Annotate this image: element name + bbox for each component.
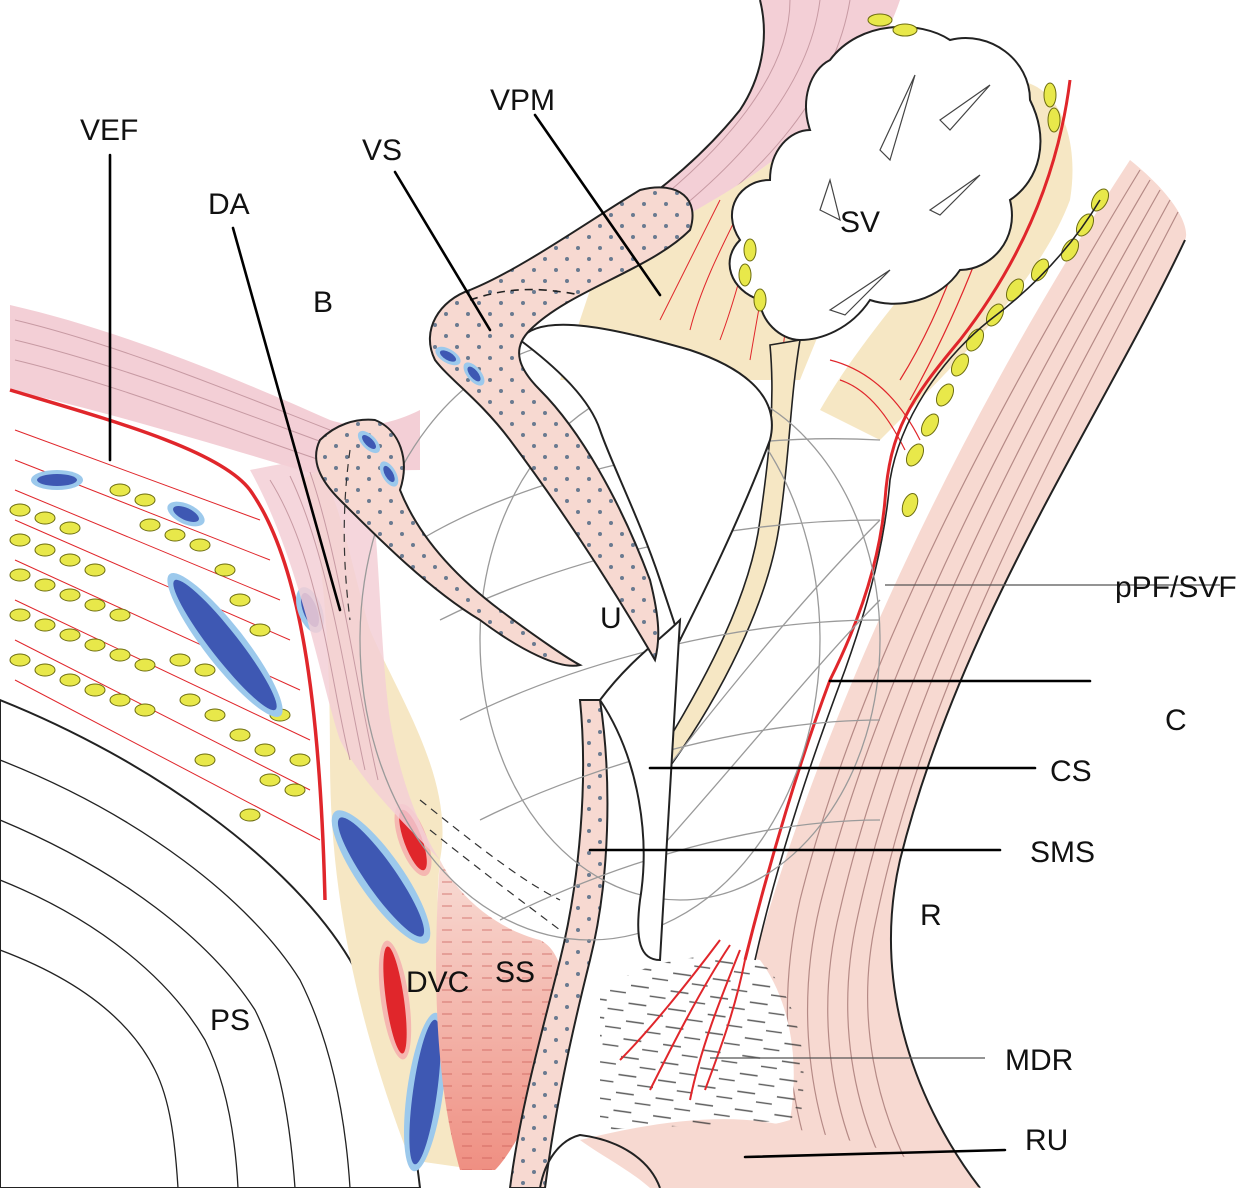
label-mdr: MDR [1005,1044,1073,1077]
leader-lines [108,113,1220,1159]
mdr-raphe [600,956,804,1130]
vef-fat-lobules [9,483,311,822]
label-vef: VEF [80,114,138,147]
label-b: B [313,286,333,319]
label-u: U [600,602,622,635]
label-ru: RU [1025,1124,1068,1157]
label-cs: CS [1050,755,1092,788]
vs-veins [357,346,485,487]
label-c: C [1165,704,1187,737]
detrusor-apron [250,460,440,860]
label-sms: SMS [1030,836,1095,869]
pPF-SVF-fascia [743,79,1072,961]
diagram-labels: VEF DA B VS VPM SV U pPF/SVF C CS SMS R … [80,84,1237,1157]
sv-fat-lobules [738,13,1110,518]
label-r: R [920,899,942,932]
label-ppf-svf: pPF/SVF [1115,571,1237,604]
vef-fascia-line [9,388,327,901]
vef-veins [31,470,283,717]
bladder-wall [10,305,420,475]
label-ps: PS [210,1004,250,1037]
label-dvc: DVC [406,966,469,999]
label-da: DA [208,188,250,221]
label-ss: SS [495,956,535,989]
seminal-vesicle [728,25,1042,342]
label-vpm: VPM [490,84,555,117]
label-sv: SV [840,206,880,239]
rectum-wall [700,160,1187,1188]
urethra [518,323,773,643]
dvc-vessels [296,587,447,1172]
rectourethralis-muscle [580,1119,980,1188]
label-vs: VS [362,134,402,167]
mdr-red-fibers [619,939,746,1101]
